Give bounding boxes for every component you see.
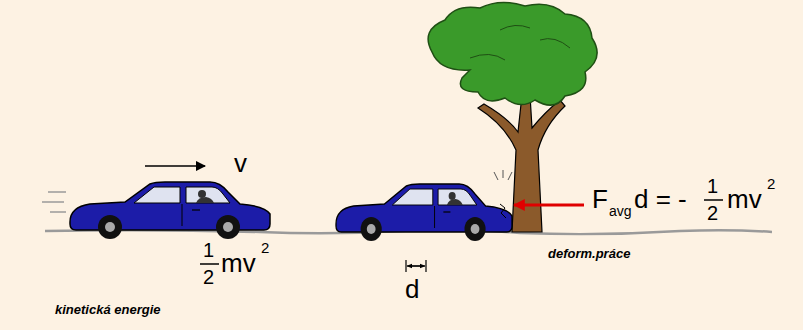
fraction-numerator: 1 <box>203 240 214 260</box>
superscript: 2 <box>261 240 269 255</box>
caption-label: deform.práce <box>548 247 630 260</box>
velocity-symbol: v <box>234 150 247 176</box>
fraction-numerator: 1 <box>707 176 718 196</box>
force-symbol: F <box>592 186 608 212</box>
fraction-denominator: 2 <box>707 203 718 223</box>
caption-label: kinetická energie <box>55 303 161 316</box>
formula-term: mv <box>221 250 256 276</box>
distance-symbol: d <box>405 276 419 302</box>
subscript: avg <box>609 204 632 218</box>
formula-term: mv <box>727 186 762 212</box>
fraction-denominator: 2 <box>203 267 214 287</box>
superscript: 2 <box>767 176 775 191</box>
formula-term: d = - <box>634 186 687 212</box>
